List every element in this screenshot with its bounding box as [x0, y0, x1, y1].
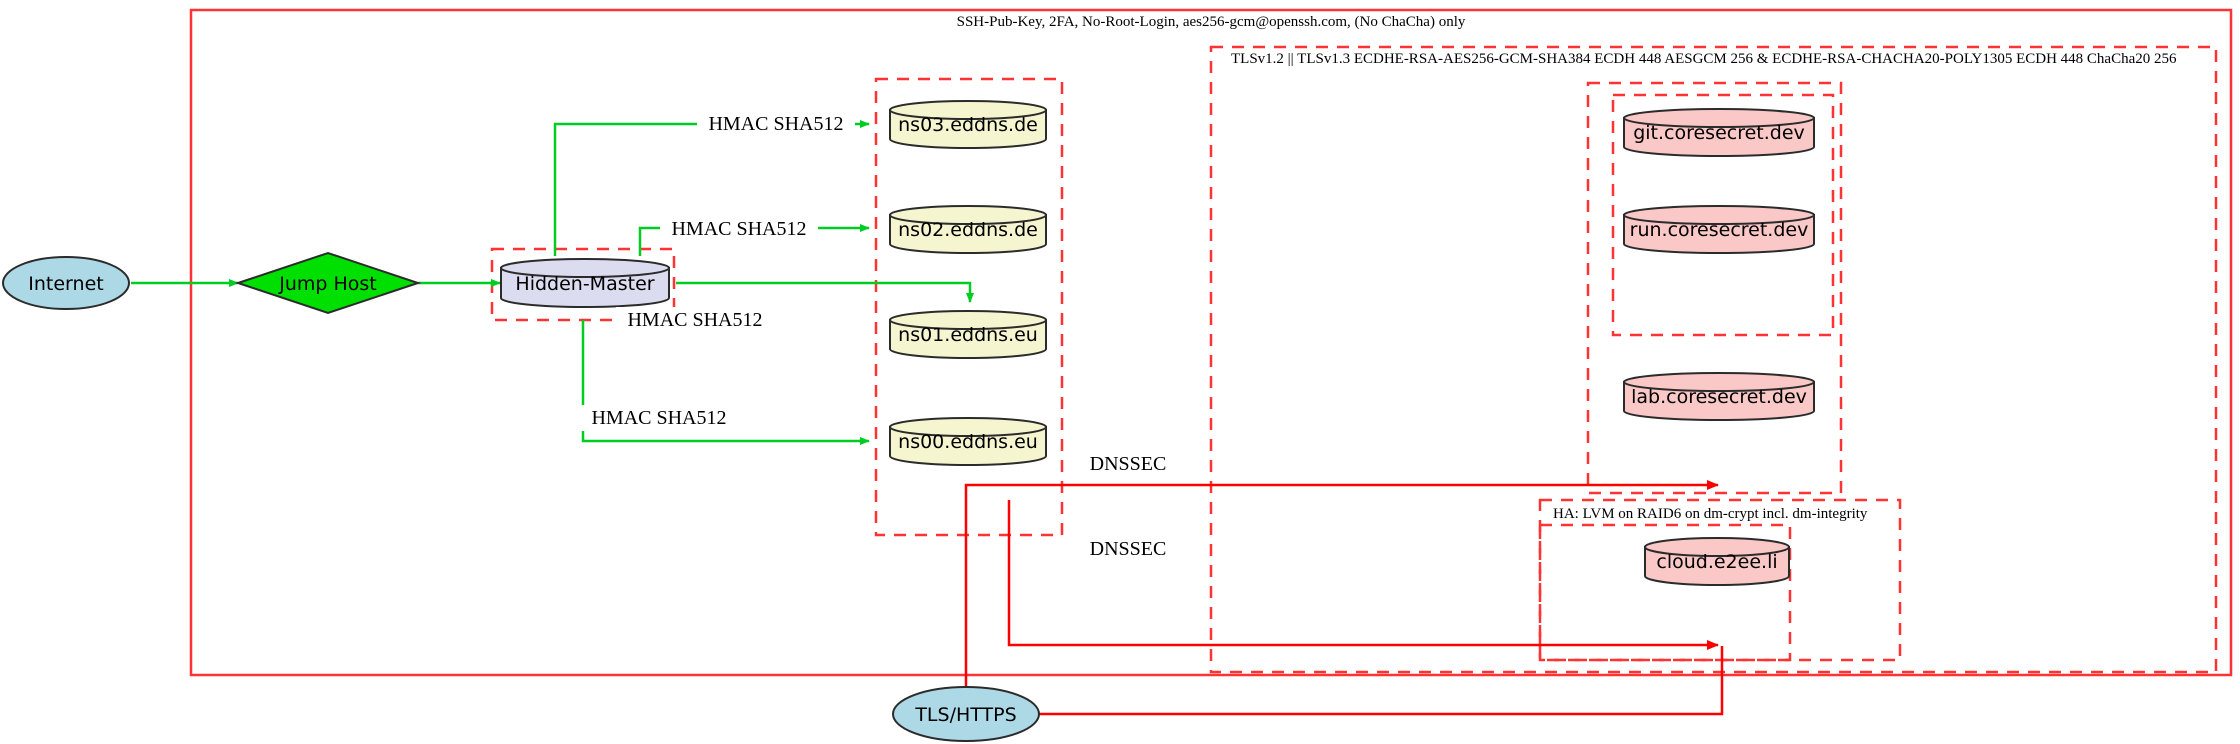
- node-ns02[interactable]: ns02.eddns.de: [889, 205, 1047, 254]
- edge-label-dnssec-upper: DNSSEC: [1090, 453, 1167, 475]
- cluster-cloud-inner-box: [1538, 523, 1792, 662]
- node-jump-host-label: Jump Host: [278, 273, 377, 295]
- node-lab-coresecret[interactable]: lab.coresecret.dev: [1623, 372, 1815, 421]
- edge-label-bg-4: [580, 405, 738, 431]
- node-jump-host[interactable]: Jump Host: [234, 251, 422, 315]
- edge-tlshttps-to-ha: [1007, 538, 1719, 650]
- cluster-ha-label: HA: LVM on RAID6 on dm-crypt incl. dm-in…: [1553, 506, 1868, 522]
- edge-hiddenmaster-to-ns01: [676, 281, 974, 303]
- cluster-ssh-box: [189, 8, 2233, 677]
- cluster-ha-box: [1538, 498, 1902, 662]
- edge-label-hmac-ns01: HMAC SHA512: [627, 309, 762, 331]
- cluster-coresecret-outer-box: [1586, 81, 1843, 495]
- node-hidden-master-label: Hidden-Master: [515, 273, 654, 295]
- node-ns00-label: ns00.eddns.eu: [898, 431, 1038, 453]
- node-ns03-label: ns03.eddns.de: [898, 114, 1038, 136]
- cluster-dns-zone-box: [874, 77, 1064, 537]
- node-cloud-e2ee[interactable]: cloud.e2ee.li: [1644, 537, 1790, 586]
- node-run-coresecret[interactable]: run.coresecret.dev: [1623, 205, 1815, 254]
- node-git-coresecret-label: git.coresecret.dev: [1633, 122, 1805, 144]
- edge-label-dnssec-lower: DNSSEC: [1090, 538, 1167, 560]
- node-ns03[interactable]: ns03.eddns.de: [889, 100, 1047, 149]
- edge-tlshttps-right-branch: [1039, 646, 1724, 716]
- node-internet[interactable]: Internet: [2, 256, 130, 310]
- node-internet-label: Internet: [28, 273, 103, 295]
- edge-label-bg-2: [660, 216, 818, 242]
- node-ns00[interactable]: ns00.eddns.eu: [889, 417, 1047, 466]
- node-ns02-label: ns02.eddns.de: [898, 219, 1038, 241]
- edge-label-hmac-ns00: HMAC SHA512: [591, 407, 726, 429]
- cluster-ssh-label: SSH-Pub-Key, 2FA, No-Root-Login, aes256-…: [957, 14, 1466, 30]
- edge-label-hmac-ns02: HMAC SHA512: [671, 218, 806, 240]
- cluster-tls-label: TLSv1.2 || TLSv1.3 ECDHE-RSA-AES256-GCM-…: [1231, 51, 2177, 67]
- node-hidden-master[interactable]: Hidden-Master: [500, 258, 670, 308]
- node-run-coresecret-label: run.coresecret.dev: [1630, 219, 1809, 241]
- node-ns01-label: ns01.eddns.eu: [898, 324, 1038, 346]
- node-git-coresecret[interactable]: git.coresecret.dev: [1623, 108, 1815, 157]
- edge-tlshttps-to-coresecret: [964, 480, 1719, 688]
- edge-label-bg-1: [697, 111, 855, 137]
- edge-hiddenmaster-to-ns00: [581, 320, 870, 445]
- cluster-coresecret-inner-box: [1611, 93, 1835, 337]
- node-cloud-e2ee-label: cloud.e2ee.li: [1656, 551, 1777, 573]
- node-tls-https-label: TLS/HTTPS: [914, 704, 1016, 726]
- node-tls-https[interactable]: TLS/HTTPS: [892, 686, 1040, 742]
- node-lab-coresecret-label: lab.coresecret.dev: [1631, 386, 1807, 408]
- node-ns01[interactable]: ns01.eddns.eu: [889, 310, 1047, 359]
- edge-label-bg-3: [616, 307, 774, 333]
- cluster-tls-box: [1209, 45, 2218, 674]
- edge-label-hmac-ns03: HMAC SHA512: [708, 113, 843, 135]
